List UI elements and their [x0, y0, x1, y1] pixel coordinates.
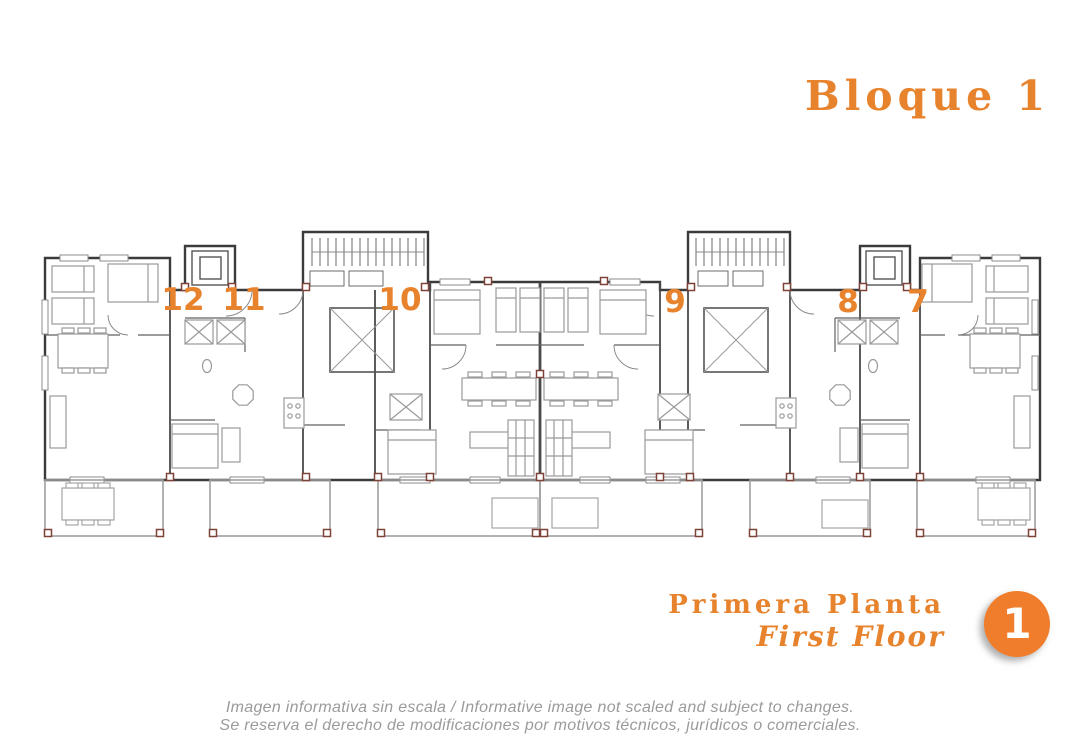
floor-number-badge: 1	[984, 591, 1050, 657]
disclaimer-line-1: Imagen informativa sin escala / Informat…	[225, 699, 855, 716]
disclaimer: Imagen informativa sin escala / Informat…	[0, 699, 1080, 735]
elevator-shaft-right	[703, 307, 769, 373]
elevator-tower-right	[865, 250, 903, 286]
unit-label-9: 9	[664, 284, 686, 320]
unit-label-12: 12	[161, 282, 205, 318]
floor-name-en: First Floor	[756, 620, 945, 653]
unit-label-8: 8	[837, 284, 859, 320]
floor-number: 1	[1002, 599, 1032, 648]
terraces	[44, 479, 1036, 537]
elevator-shaft-left	[329, 307, 395, 373]
staircase-right	[695, 238, 785, 287]
floor-legend: Primera Planta First Floor	[668, 590, 945, 654]
unit-label-7: 7	[907, 284, 929, 320]
unit-divider-walls	[169, 282, 921, 480]
terrace-tables	[61, 482, 1031, 529]
unit-label-11: 11	[222, 282, 266, 318]
disclaimer-line-2: Se reserva el derecho de modificaciones …	[219, 717, 861, 734]
floor-name-es: Primera Planta	[668, 590, 945, 620]
elevator-tower-left	[191, 250, 229, 286]
block-title: Bloque 1	[805, 72, 1050, 120]
furniture	[49, 263, 1031, 477]
unit-label-10: 10	[378, 282, 422, 318]
structural-columns	[43, 276, 1037, 538]
staircase-left	[309, 238, 425, 287]
